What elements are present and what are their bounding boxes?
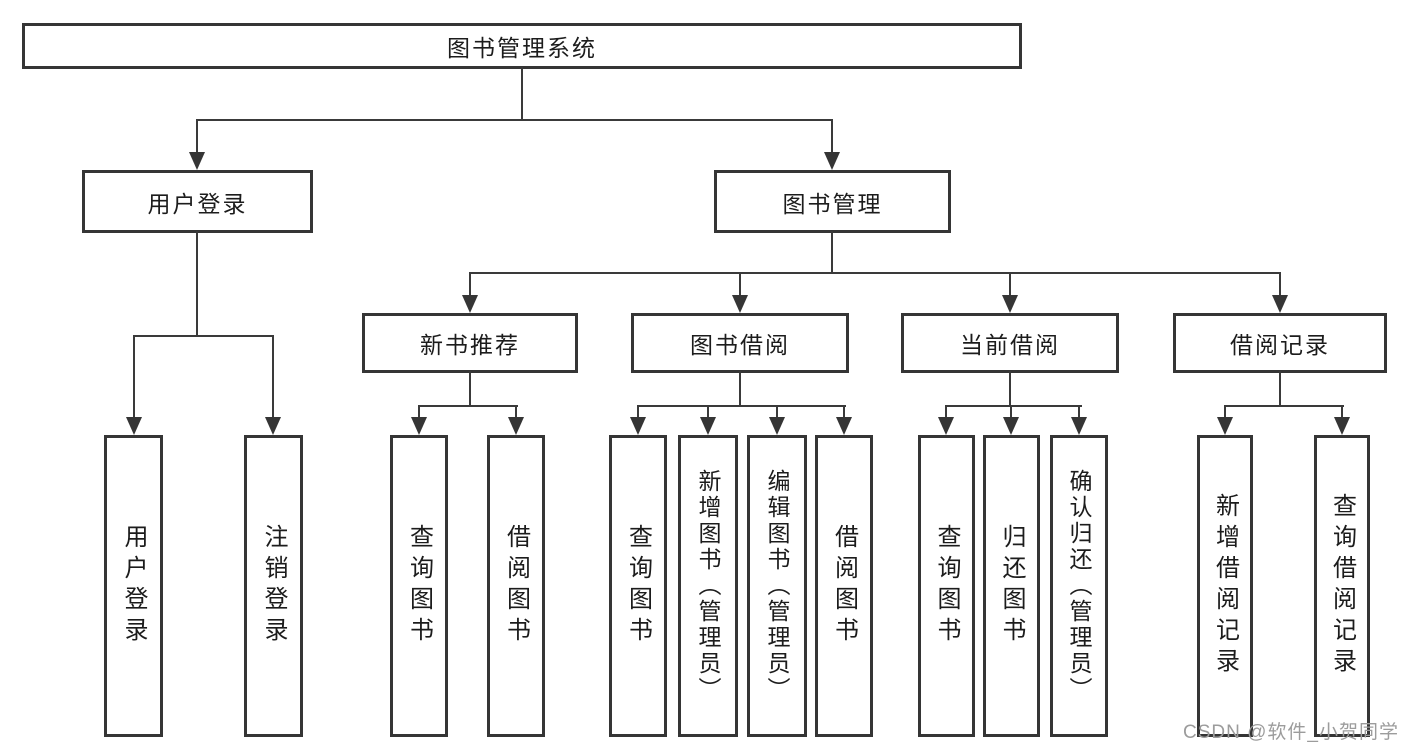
connector-leaf-drop: [1224, 405, 1226, 419]
leaf-query-book-1: 查询图书: [390, 435, 448, 737]
leaf-borrow-book-1: 借阅图书: [487, 435, 545, 737]
arrowhead-down-icon: [836, 417, 852, 435]
node-user-login: 用户登录: [82, 170, 313, 233]
connector-root-stub: [521, 67, 523, 121]
leaf-query-borrow-record: 查询借阅记录: [1314, 435, 1370, 737]
node-new-book-recommend: 新书推荐: [362, 313, 578, 373]
connector-level3-drop: [739, 272, 741, 297]
arrowhead-down-icon: [462, 295, 478, 313]
arrowhead-down-icon: [508, 417, 524, 435]
connector-branch: [418, 405, 518, 407]
connector-stub: [469, 371, 471, 406]
csdn-watermark: CSDN @软件_小贺同学: [1183, 722, 1399, 743]
arrowhead-down-icon: [411, 417, 427, 435]
arrowhead-down-icon: [1217, 417, 1233, 435]
connector-leaf-drop: [1341, 405, 1343, 419]
arrowhead-down-icon: [1071, 417, 1087, 435]
node-current-borrow: 当前借阅: [901, 313, 1119, 373]
connector-leaf-drop: [418, 405, 420, 419]
arrowhead-down-icon: [938, 417, 954, 435]
connector-stub: [1279, 371, 1281, 406]
node-book-management: 图书管理: [714, 170, 951, 233]
connector-leaf-drop: [515, 405, 517, 419]
connector-user-login-drop: [196, 119, 198, 155]
connector-book-mgmt-stub: [831, 231, 833, 274]
leaf-borrow-book-2: 借阅图书: [815, 435, 873, 737]
leaf-query-book-2: 查询图书: [609, 435, 667, 737]
connector-branch: [637, 405, 846, 407]
arrowhead-down-icon: [732, 295, 748, 313]
connector-level2-branch: [196, 119, 833, 121]
arrowhead-down-icon: [769, 417, 785, 435]
connector-leaf-drop: [707, 405, 709, 419]
leaf-add-borrow-record: 新增借阅记录: [1197, 435, 1253, 737]
connector-branch: [945, 405, 1082, 407]
connector-user-login-branch: [133, 335, 274, 337]
leaf-user-login: 用户登录: [104, 435, 163, 737]
leaf-logout-login: 注销登录: [244, 435, 303, 737]
connector-level3-branch: [469, 272, 1281, 274]
connector-book-mgmt-drop: [831, 119, 833, 155]
leaf-confirm-return-admin: 确认归还（管理员）: [1050, 435, 1108, 737]
arrowhead-down-icon: [189, 152, 205, 170]
arrowhead-down-icon: [1334, 417, 1350, 435]
leaf-return-book: 归还图书: [983, 435, 1040, 737]
connector-stub: [1009, 371, 1011, 406]
leaf-add-book-admin: 新增图书（管理员）: [678, 435, 738, 737]
arrowhead-down-icon: [630, 417, 646, 435]
arrowhead-down-icon: [126, 417, 142, 435]
node-root: 图书管理系统: [22, 23, 1022, 69]
arrowhead-down-icon: [824, 152, 840, 170]
connector-leaf-drop: [272, 335, 274, 419]
connector-leaf-drop: [133, 335, 135, 419]
connector-leaf-drop: [776, 405, 778, 419]
connector-level3-drop: [1009, 272, 1011, 297]
connector-leaf-drop: [945, 405, 947, 419]
arrowhead-down-icon: [265, 417, 281, 435]
connector-stub: [739, 371, 741, 406]
node-borrow-records: 借阅记录: [1173, 313, 1387, 373]
arrowhead-down-icon: [1272, 295, 1288, 313]
node-book-borrow: 图书借阅: [631, 313, 849, 373]
connector-branch: [1224, 405, 1344, 407]
connector-leaf-drop: [637, 405, 639, 419]
arrowhead-down-icon: [1002, 295, 1018, 313]
leaf-edit-book-admin: 编辑图书（管理员）: [747, 435, 807, 737]
connector-level3-drop: [1279, 272, 1281, 297]
connector-user-login-stub: [196, 231, 198, 336]
connector-leaf-drop: [1078, 405, 1080, 419]
leaf-query-book-3: 查询图书: [918, 435, 975, 737]
connector-leaf-drop: [1010, 405, 1012, 419]
connector-leaf-drop: [843, 405, 845, 419]
connector-level3-drop: [469, 272, 471, 297]
arrowhead-down-icon: [1003, 417, 1019, 435]
arrowhead-down-icon: [700, 417, 716, 435]
